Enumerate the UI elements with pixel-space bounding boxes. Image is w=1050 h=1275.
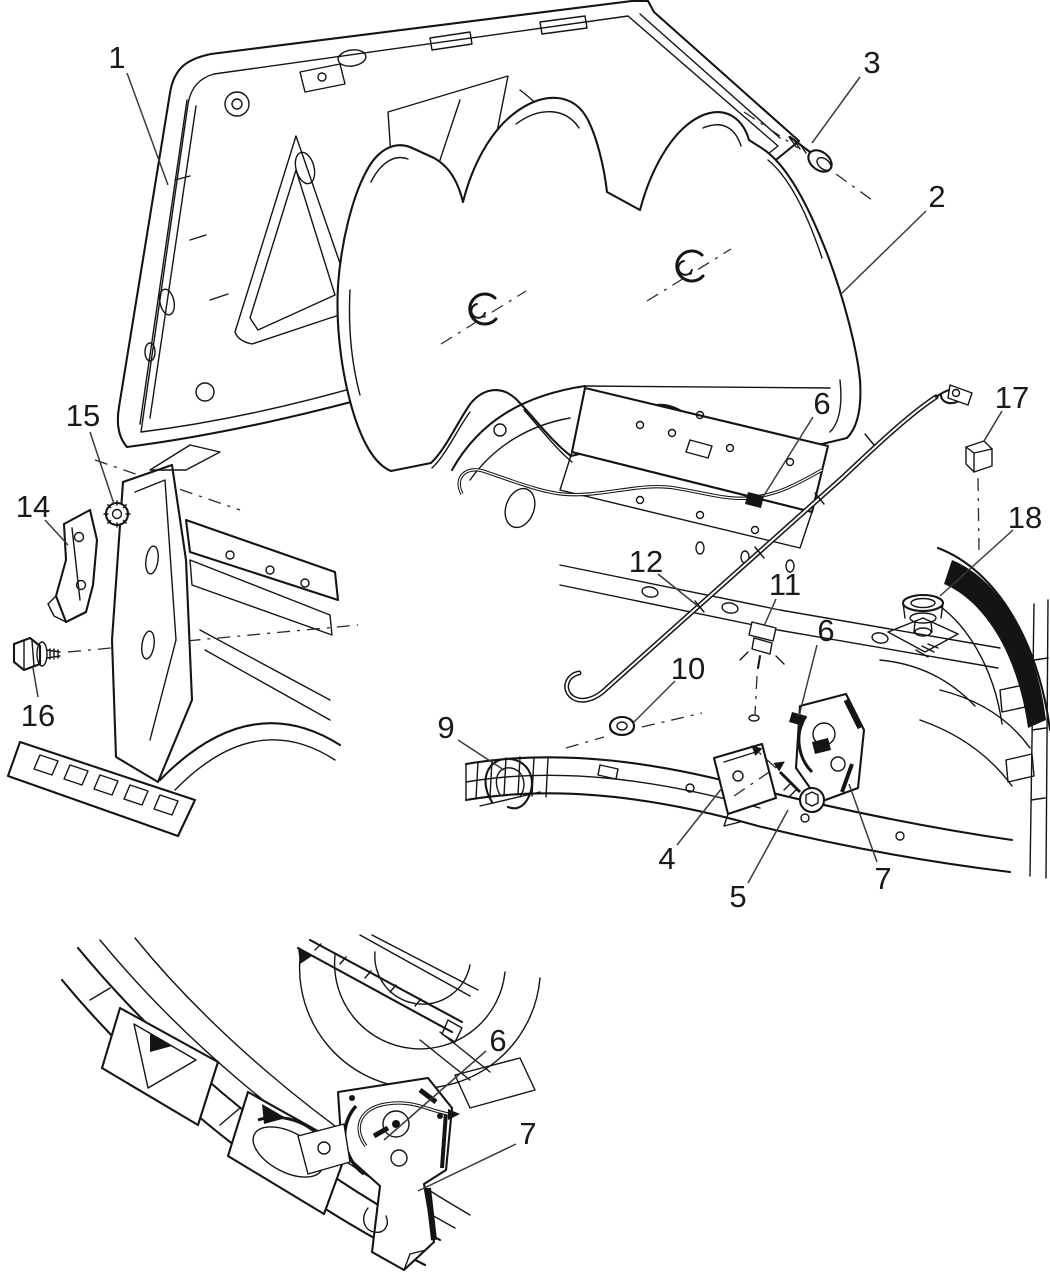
callout-leader-line [763, 598, 777, 627]
release-cable-bottom-drawing [357, 1101, 460, 1148]
bumper-18-drawing [887, 593, 959, 658]
callout-label: 9 [437, 710, 454, 745]
engine-bay-view [450, 384, 1050, 879]
release-cable-drawing [457, 468, 823, 508]
latch-7-bottom-drawing [297, 1076, 454, 1272]
callout-leader-line [747, 809, 789, 884]
callout-leader-line [417, 1143, 517, 1192]
callout-16: 16 [21, 667, 55, 733]
callout-label: 4 [658, 841, 675, 876]
callout-leader-line [457, 739, 505, 771]
callout-6: 6 [762, 386, 831, 498]
callout-leader-line [32, 667, 39, 698]
callout-leader-line [676, 787, 723, 846]
pin-5-drawing [751, 745, 826, 814]
callout-15: 15 [66, 398, 115, 505]
callout-label: 1 [108, 40, 125, 75]
callout-label: 7 [519, 1116, 536, 1151]
prop-rod-12-drawing [564, 384, 973, 703]
callout-leader-line [840, 210, 927, 295]
bracket-14-drawing [47, 508, 99, 624]
callout-leader-line [811, 76, 861, 144]
bolt-16-drawing [12, 636, 61, 672]
pad-retainer-clip-drawing [646, 248, 732, 302]
callout-5: 5 [729, 809, 789, 914]
latch-7-drawing [789, 692, 866, 804]
callout-label: 12 [629, 544, 663, 579]
callout-7: 7 [848, 783, 892, 896]
callout-leader-line [89, 431, 115, 505]
callout-leader-line [939, 529, 1014, 597]
callout-leader-line [383, 1050, 487, 1141]
callout-leader-line [44, 519, 69, 546]
callout-leader-line [848, 783, 878, 863]
callout-12: 12 [629, 544, 700, 608]
callout-10: 10 [633, 651, 705, 723]
callout-label: 3 [863, 45, 880, 80]
callout-label: 6 [817, 613, 834, 648]
callout-3: 3 [811, 45, 881, 144]
callout-9: 9 [437, 710, 505, 771]
callout-4: 4 [658, 787, 723, 876]
callout-6: 6 [798, 613, 835, 717]
callout-1: 1 [108, 40, 169, 186]
callout-label: 7 [874, 861, 891, 896]
grommet-15-drawing [103, 500, 131, 528]
pad-retainer-clip-drawing [440, 290, 527, 345]
callout-17: 17 [983, 380, 1029, 442]
callout-label: 10 [671, 651, 705, 686]
callout-leader-line [633, 680, 676, 723]
loop-9-drawing [479, 757, 541, 810]
callout-label: 2 [928, 179, 945, 214]
callout-label: 14 [16, 489, 50, 524]
grommet-10-drawing [565, 712, 703, 749]
callout-label: 11 [769, 567, 801, 602]
callout-label: 6 [489, 1023, 506, 1058]
callout-label: 18 [1008, 500, 1042, 535]
callout-label: 15 [66, 398, 100, 433]
cable-clip-6-drawing [745, 492, 764, 508]
callout-layer: 1 3 2 15 14 16 6 17 18 12 11 10 6 9 4 5 7 6 7 [16, 40, 1042, 1192]
callout-leader-line [798, 644, 818, 717]
callout-6: 6 [383, 1023, 507, 1141]
callout-leader-line [983, 410, 1003, 442]
screw-3-drawing [743, 111, 873, 201]
clip-17-drawing [965, 440, 993, 551]
callout-leader-line [657, 573, 700, 608]
callout-leader-line [126, 72, 169, 186]
callout-leader-line [762, 416, 814, 498]
callout-2: 2 [840, 179, 946, 295]
callout-7: 7 [417, 1116, 537, 1192]
underside-view [60, 934, 541, 1272]
callout-label: 16 [21, 698, 55, 733]
callout-14: 14 [16, 489, 69, 546]
bracket-4-drawing [712, 742, 785, 827]
clip-11-drawing [739, 621, 785, 722]
callout-11: 11 [763, 567, 801, 627]
callout-18: 18 [939, 500, 1042, 597]
callout-label: 5 [729, 879, 746, 914]
cowl-side-view [6, 444, 359, 838]
callout-label: 6 [813, 386, 830, 421]
callout-label: 17 [995, 380, 1029, 415]
